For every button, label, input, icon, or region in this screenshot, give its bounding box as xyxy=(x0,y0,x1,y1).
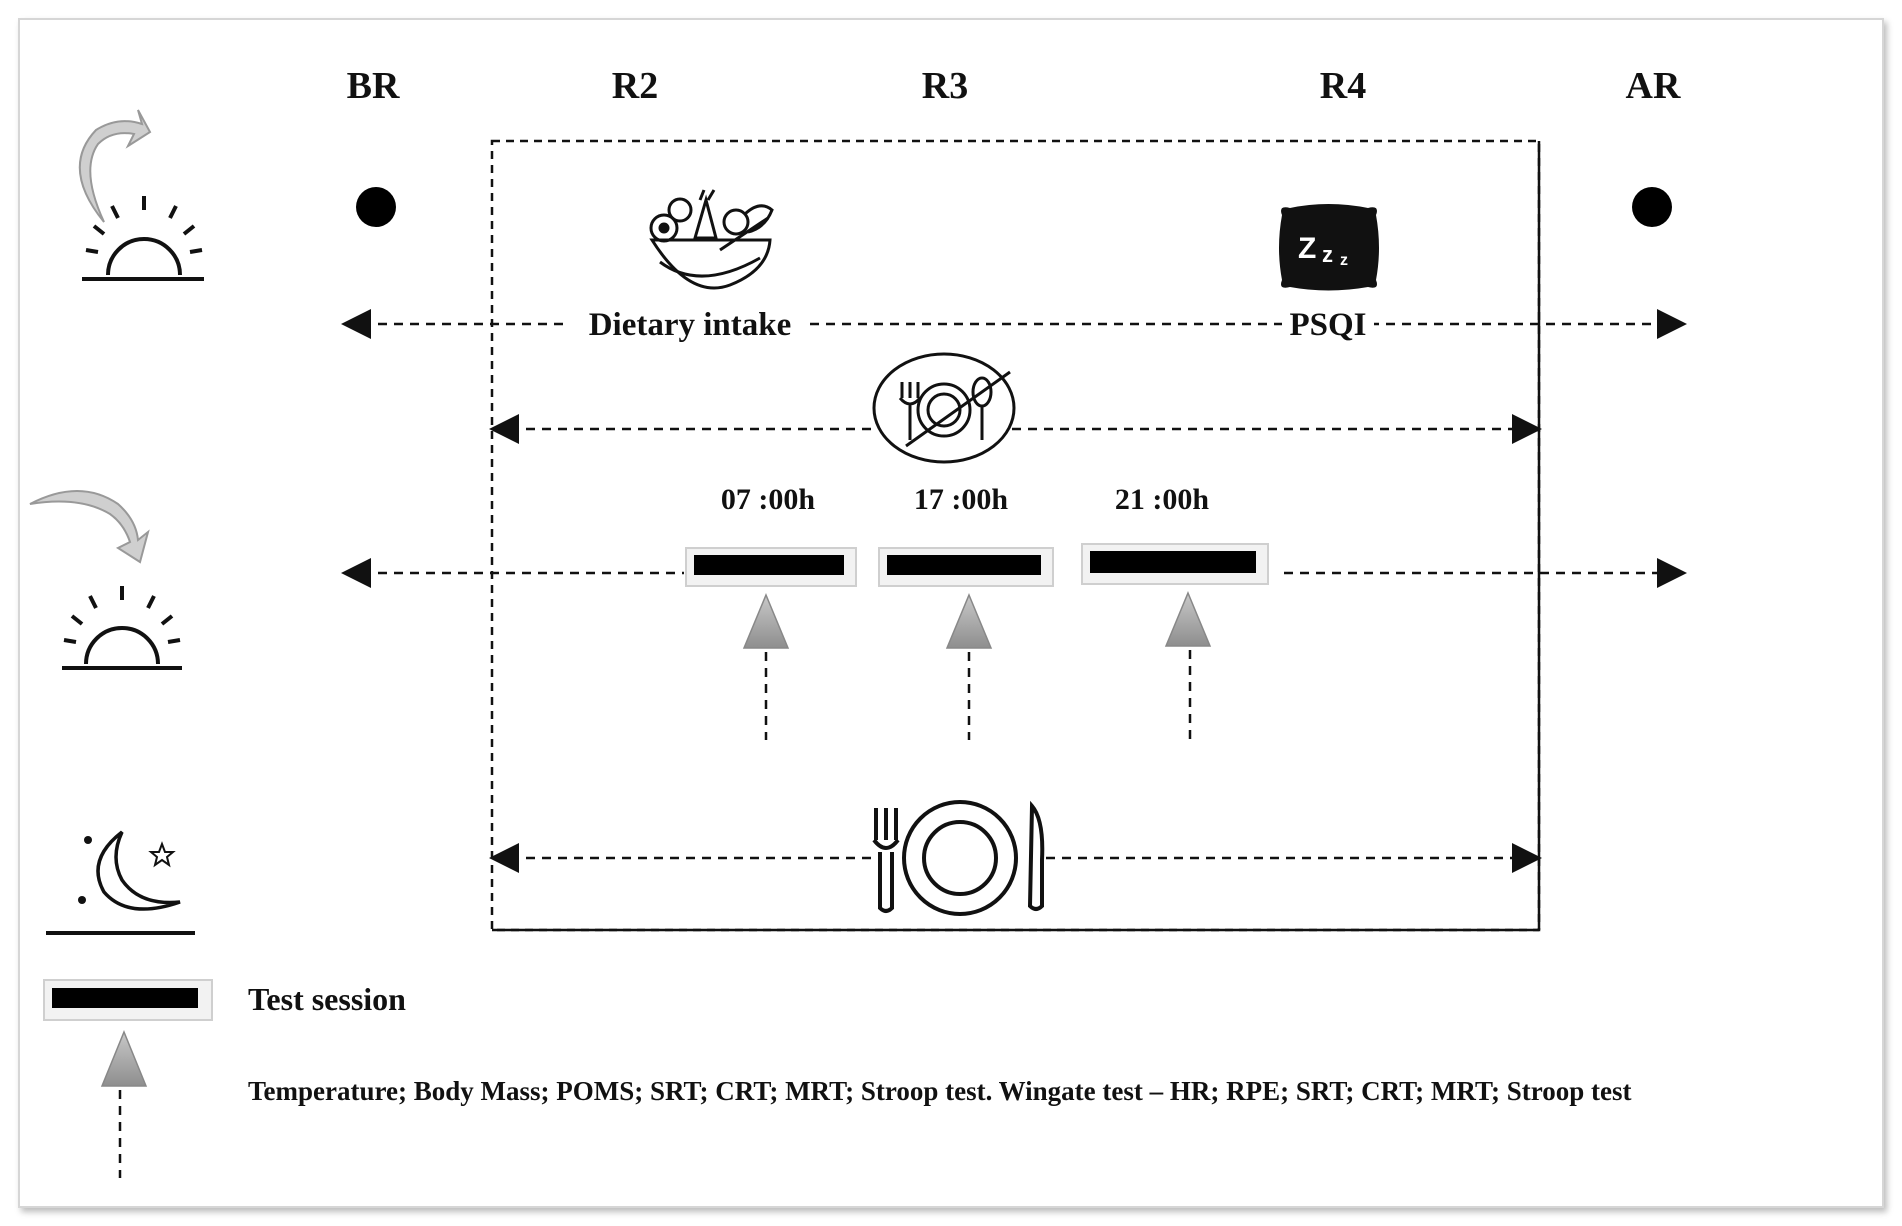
phase-dot-ar xyxy=(1632,187,1672,227)
legend-test-session-label: Test session xyxy=(248,981,406,1017)
test-session-bar-3 xyxy=(1081,543,1269,585)
salad-bowl-icon xyxy=(649,189,774,290)
svg-text:z: z xyxy=(1322,242,1333,267)
no-eating-icon xyxy=(872,352,1016,464)
measurement-arrow-2 xyxy=(945,593,993,740)
svg-text:Z: Z xyxy=(1298,232,1316,265)
legend-measures-text: Temperature; Body Mass; POMS; SRT; CRT; … xyxy=(248,1076,1631,1106)
phase-label-r3: R3 xyxy=(922,65,968,107)
session-time-2: 17 :00h xyxy=(914,483,1008,516)
measurement-arrow-3 xyxy=(1164,591,1212,740)
plate-cutlery-icon xyxy=(872,800,1045,916)
legend-measurement-arrow xyxy=(100,1030,148,1178)
phase-dot-br xyxy=(356,187,396,227)
test-session-bar-2 xyxy=(878,547,1054,587)
sunset-icon xyxy=(29,490,182,670)
phase-label-br: BR xyxy=(347,65,400,107)
psqi-label: PSQI xyxy=(1289,307,1366,343)
pillow-zzz-icon: Z z z xyxy=(1279,204,1379,291)
dietary-intake-label: Dietary intake xyxy=(589,307,792,343)
svg-text:z: z xyxy=(1340,252,1348,269)
diagram-frame xyxy=(18,18,1884,1208)
measurement-arrow-1 xyxy=(742,593,790,740)
session-time-1: 07 :00h xyxy=(721,483,815,516)
session-time-3: 21 :00h xyxy=(1115,483,1209,516)
phase-label-ar: AR xyxy=(1626,65,1681,107)
test-session-bar-1 xyxy=(685,547,857,587)
dietary-label-bg xyxy=(570,302,810,346)
ramadan-period-box xyxy=(490,139,1541,932)
phase-label-r4: R4 xyxy=(1320,65,1366,107)
sunrise-icon xyxy=(78,109,204,281)
moon-night-icon xyxy=(46,830,195,935)
legend-test-session-bar xyxy=(43,979,213,1021)
psqi-label-bg xyxy=(1282,302,1374,346)
phase-label-r2: R2 xyxy=(612,65,658,107)
